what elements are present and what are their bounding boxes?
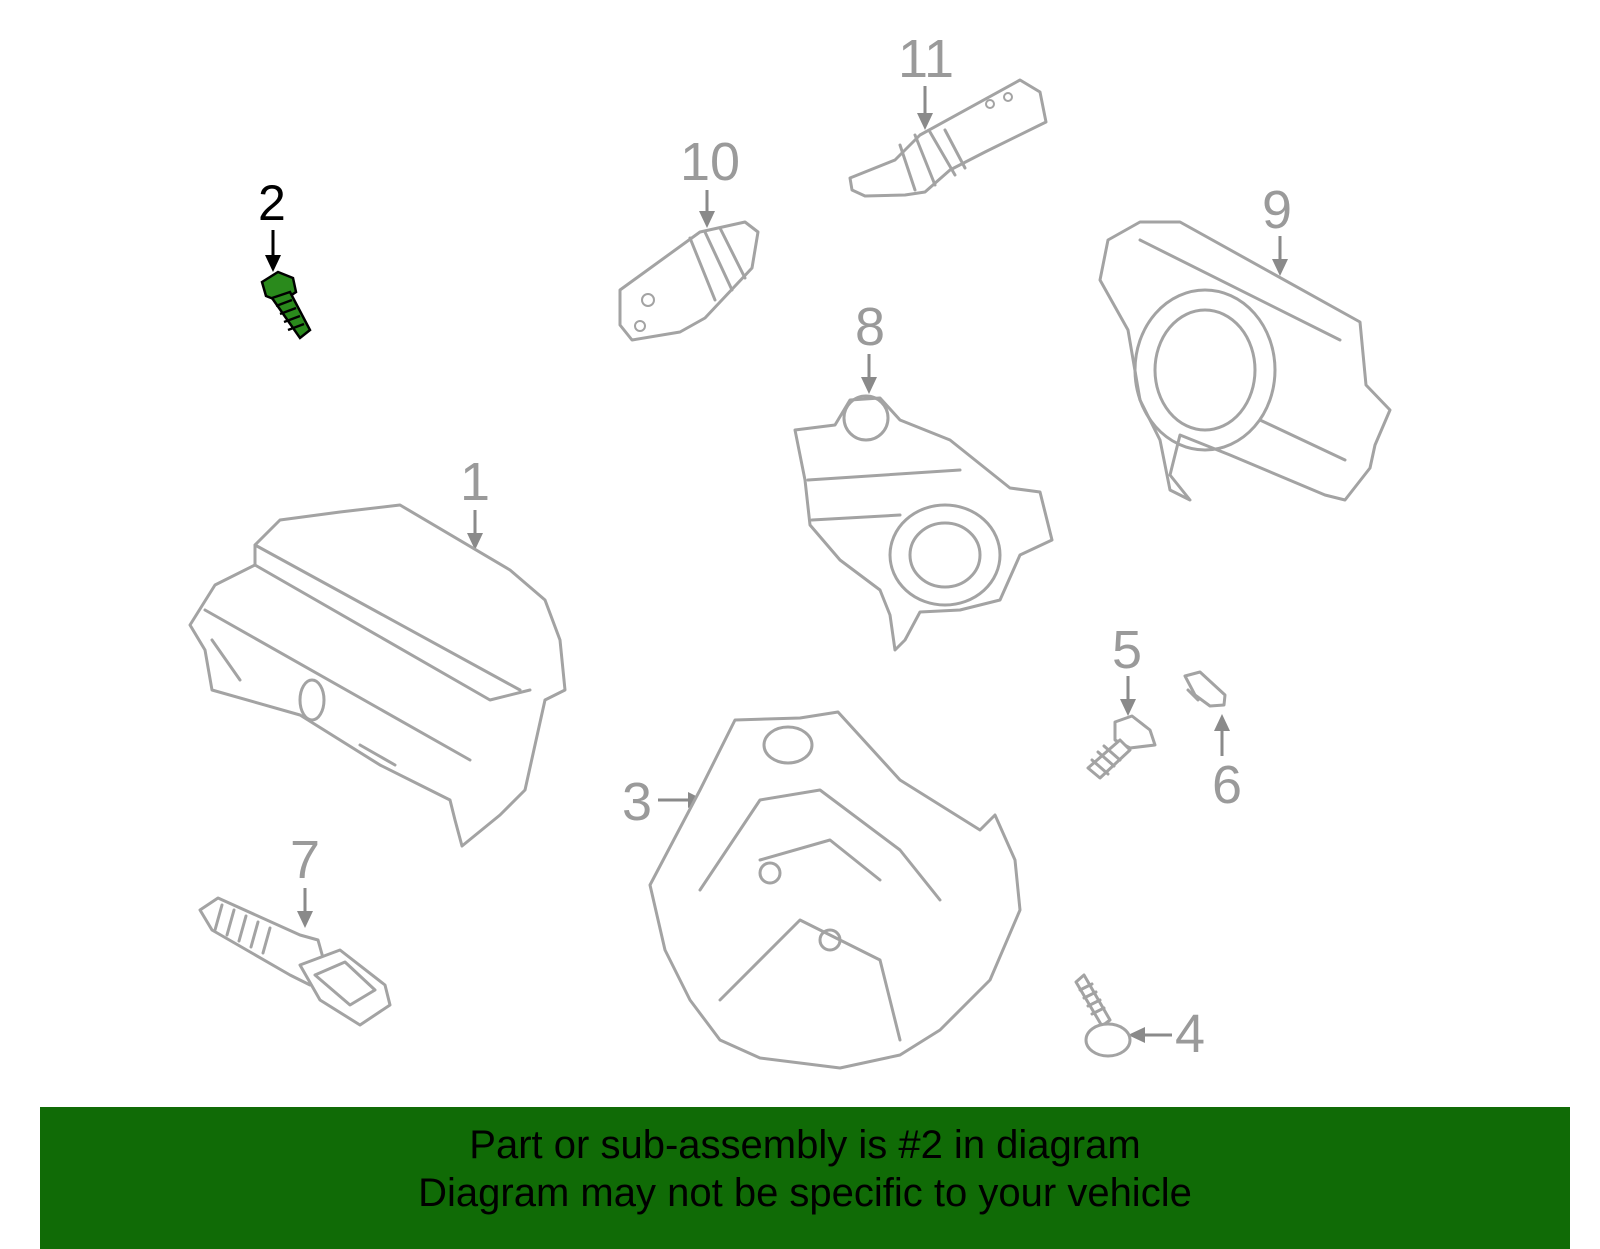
callout-3: 3 bbox=[622, 772, 652, 832]
part-4-screw[interactable]: 4 bbox=[1074, 973, 1205, 1064]
callout-1: 1 bbox=[460, 452, 490, 512]
part-1-upper-shroud[interactable]: 1 bbox=[188, 452, 567, 848]
callout-6: 6 bbox=[1212, 755, 1242, 815]
part-7-lock-cylinder[interactable]: 7 bbox=[198, 830, 392, 1027]
parts-diagram: 2 11 10 9 8 bbox=[188, 29, 1392, 1070]
banner-line-2: Diagram may not be specific to your vehi… bbox=[418, 1171, 1192, 1215]
callout-2: 2 bbox=[258, 175, 286, 231]
part-5-push-pin[interactable]: 5 bbox=[1086, 620, 1157, 780]
callout-9: 9 bbox=[1262, 180, 1292, 240]
callout-8: 8 bbox=[855, 297, 885, 357]
part-2-bolt[interactable]: 2 bbox=[258, 175, 312, 340]
part-3-lower-shroud[interactable]: 3 bbox=[622, 710, 1022, 1070]
callout-10: 10 bbox=[680, 132, 740, 192]
callout-7: 7 bbox=[290, 830, 320, 890]
callout-11: 11 bbox=[898, 29, 954, 89]
part-6-clip[interactable]: 6 bbox=[1183, 670, 1242, 815]
part-11-stalk-switch[interactable]: 11 bbox=[848, 29, 1048, 198]
callout-5: 5 bbox=[1112, 620, 1142, 680]
banner-line-1: Part or sub-assembly is #2 in diagram bbox=[469, 1123, 1141, 1167]
callout-4: 4 bbox=[1175, 1004, 1205, 1064]
part-10-stalk-switch[interactable]: 10 bbox=[618, 132, 760, 342]
info-banner: Part or sub-assembly is #2 in diagram Di… bbox=[40, 1107, 1570, 1249]
part-9-clock-spring[interactable]: 9 bbox=[1098, 180, 1392, 502]
part-8-ignition-housing[interactable]: 8 bbox=[793, 297, 1054, 652]
